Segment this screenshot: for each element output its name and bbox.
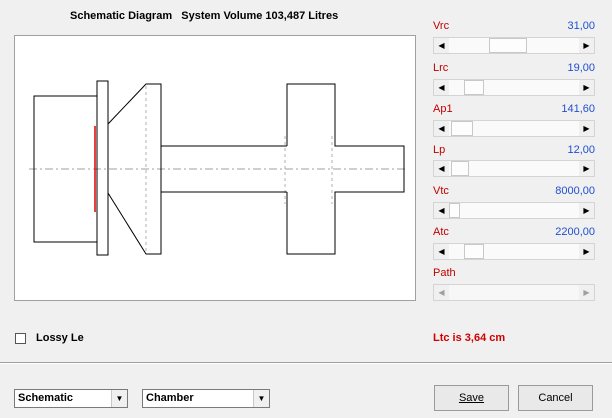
type-select-value: Chamber xyxy=(146,392,194,404)
lossy-checkbox[interactable] xyxy=(15,333,26,344)
param-value: 31,00 xyxy=(567,20,595,32)
param-label: Lrc xyxy=(433,62,449,74)
schematic-panel xyxy=(14,35,416,301)
path-slider[interactable]: ◀ ▶ xyxy=(433,284,595,301)
scroll-left-icon[interactable]: ◀ xyxy=(438,124,445,133)
slider-track[interactable] xyxy=(449,161,579,176)
vrc-slider[interactable]: ◀ ▶ xyxy=(433,37,595,54)
param-label: Path xyxy=(433,267,456,279)
scroll-right-icon[interactable]: ▶ xyxy=(583,206,590,215)
scroll-right-icon[interactable]: ▶ xyxy=(583,164,590,173)
param-label: Vrc xyxy=(433,20,450,32)
atc-slider[interactable]: ◀ ▶ xyxy=(433,243,595,260)
chevron-down-icon[interactable]: ▼ xyxy=(253,390,269,407)
cancel-button[interactable]: Cancel xyxy=(518,385,593,411)
cancel-button-label: Cancel xyxy=(538,392,573,404)
slider-thumb[interactable] xyxy=(464,244,484,259)
scroll-right-icon[interactable]: ▶ xyxy=(583,288,590,297)
schematic-drawing xyxy=(29,80,407,256)
param-label: Atc xyxy=(433,226,449,238)
scroll-right-icon[interactable]: ▶ xyxy=(583,83,590,92)
scroll-right-icon[interactable]: ▶ xyxy=(583,247,590,256)
param-value: 141,60 xyxy=(561,103,595,115)
scroll-left-icon[interactable]: ◀ xyxy=(438,41,445,50)
param-label: Lp xyxy=(433,144,446,156)
scroll-left-icon[interactable]: ◀ xyxy=(438,206,445,215)
lossy-label[interactable]: Lossy Le xyxy=(36,332,84,344)
lrc-slider[interactable]: ◀ ▶ xyxy=(433,79,595,96)
param-value: 2200,00 xyxy=(555,226,595,238)
lp-slider[interactable]: ◀ ▶ xyxy=(433,160,595,177)
chevron-down-icon[interactable]: ▼ xyxy=(111,390,127,407)
view-select[interactable]: Schematic ▼ xyxy=(14,389,128,408)
scroll-left-icon[interactable]: ◀ xyxy=(438,164,445,173)
slider-track[interactable] xyxy=(449,121,579,136)
param-value: 8000,00 xyxy=(555,185,595,197)
divider xyxy=(0,362,612,364)
tapped-chamber xyxy=(286,83,405,255)
driver-plate xyxy=(96,80,109,256)
slider-thumb[interactable] xyxy=(451,161,469,176)
slider-thumb[interactable] xyxy=(489,38,527,53)
ap1-slider[interactable]: ◀ ▶ xyxy=(433,120,595,137)
scroll-right-icon[interactable]: ▶ xyxy=(583,124,590,133)
vtc-slider[interactable]: ◀ ▶ xyxy=(433,202,595,219)
param-label: Ap1 xyxy=(433,103,453,115)
view-select-value: Schematic xyxy=(18,392,74,404)
throat-chamber xyxy=(107,83,162,255)
slider-thumb[interactable] xyxy=(451,121,473,136)
type-select[interactable]: Chamber ▼ xyxy=(142,389,270,408)
scroll-left-icon[interactable]: ◀ xyxy=(438,83,445,92)
scroll-right-icon[interactable]: ▶ xyxy=(583,41,590,50)
diagram-title: Schematic Diagram System Volume 103,487 … xyxy=(70,10,339,22)
param-label: Vtc xyxy=(433,185,449,197)
slider-thumb[interactable] xyxy=(464,80,484,95)
save-button[interactable]: Save xyxy=(434,385,509,411)
scroll-left-icon[interactable]: ◀ xyxy=(438,247,445,256)
scroll-left-icon[interactable]: ◀ xyxy=(438,288,445,297)
save-button-label: Save xyxy=(458,392,485,404)
slider-track[interactable] xyxy=(449,203,579,218)
status-message: Ltc is 3,64 cm xyxy=(433,332,506,344)
slider-track[interactable] xyxy=(449,285,579,300)
param-value: 19,00 xyxy=(567,62,595,74)
slider-thumb[interactable] xyxy=(449,203,460,218)
param-value: 12,00 xyxy=(567,144,595,156)
